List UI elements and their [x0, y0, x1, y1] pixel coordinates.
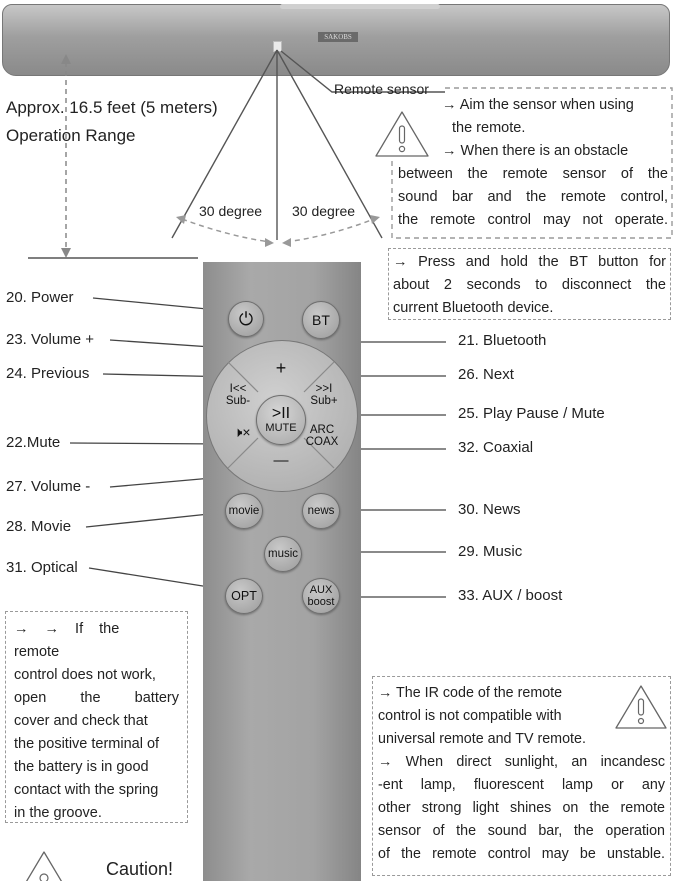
note-ir-line7: sensor of the sound bar, the operation [378, 823, 665, 839]
power-icon: ⏻ [238, 309, 254, 329]
volume-up-button[interactable]: + [275, 358, 287, 378]
note-battery-line5: the positive terminal of [14, 736, 160, 752]
news-button[interactable]: news [302, 493, 340, 529]
label-bluetooth: 21. Bluetooth [458, 332, 547, 349]
note-ir-line1: → The IR code of the remote [378, 685, 563, 701]
previous-button[interactable]: I<< Sub- [219, 383, 257, 407]
label-movie: 28. Movie [6, 518, 72, 535]
note-ir-line4: → When direct sunlight, an incandesc [378, 754, 665, 770]
opt-label: OPT [231, 589, 257, 603]
note-aim-sensor: → Aim the sensor when using the remote. … [398, 94, 668, 232]
note-bt-line3: current Bluetooth device. [393, 300, 554, 316]
coax-button[interactable]: ARC COAX [302, 424, 342, 448]
bt-label: BT [312, 312, 330, 328]
label-optical: 31. Optical [6, 559, 78, 576]
caution-label: Caution! [106, 859, 174, 879]
remote-sensor-label: Remote sensor [334, 81, 429, 97]
optical-button[interactable]: OPT [225, 578, 263, 614]
note-battery-line7: contact with the spring [14, 782, 159, 798]
boost-label: boost [307, 596, 335, 608]
note-ir-line8: of the remote control may be unstable. [378, 846, 665, 862]
label-coaxial: 32. Coaxial [458, 439, 534, 456]
previous-icon: I<< [229, 383, 247, 395]
note-aim-line3: → When there is an obstacle [442, 143, 629, 159]
arc-label: ARC [309, 424, 335, 436]
warning-icon [375, 111, 429, 157]
movie-button[interactable]: movie [225, 493, 263, 529]
volume-down-button[interactable]: — [273, 452, 289, 469]
label-volume-up: 23. Volume + [6, 331, 94, 348]
note-aim-line5: sound bar and the remote control, [398, 189, 668, 205]
movie-label: movie [228, 505, 260, 517]
play-pause-mute-button[interactable]: >II MUTE [256, 395, 306, 445]
note-battery-line6: the battery is in good [14, 759, 149, 775]
sub-minus-label: Sub- [225, 395, 251, 407]
next-button[interactable]: >>I Sub+ [305, 383, 343, 407]
pad-dividers [227, 361, 335, 469]
play-pause-icon: >II [271, 405, 291, 422]
note-battery-line3: open the battery [14, 690, 179, 706]
label-next: 26. Next [458, 366, 514, 383]
aux-label: AUX [309, 584, 333, 596]
note-ir-line3: universal remote and TV remote. [378, 731, 586, 747]
caution-icon [25, 851, 63, 881]
note-bt-line2: about 2 seconds to disconnect the [393, 277, 666, 293]
note-battery: → → If the remote control does not work,… [5, 611, 188, 823]
note-battery-line8: in the groove. [14, 805, 102, 821]
music-label: music [267, 548, 299, 560]
coax-label: COAX [305, 436, 339, 448]
note-aim-line1: → Aim the sensor when using [442, 97, 634, 113]
note-ir-line5: -ent lamp, fluorescent lamp or any [378, 777, 665, 793]
note-aim-line4: between the remote sensor of the [398, 166, 668, 182]
warning-icon-ir [615, 685, 667, 729]
label-mute: 22.Mute [6, 434, 61, 451]
note-aim-line2: the remote. [452, 120, 526, 136]
note-ir-line2: control is not compatible with [378, 708, 562, 724]
aux-boost-button[interactable]: AUX boost [302, 578, 340, 614]
news-label: news [307, 505, 335, 517]
note-battery-line1: → → If the remote [14, 621, 120, 660]
power-button[interactable]: ⏻ [228, 301, 264, 337]
note-bluetooth: → Press and hold the BT button for about… [388, 248, 671, 320]
bluetooth-button[interactable]: BT [302, 301, 340, 339]
label-aux-boost: 33. AUX / boost [458, 587, 563, 604]
angle-right-label: 30 degree [292, 203, 356, 219]
note-battery-line2: control does not work, [14, 667, 156, 683]
soundbar-logo: SAKOBS [318, 32, 358, 42]
note-aim-line6: the remote control may not operate. [398, 212, 668, 228]
play-mute-label: MUTE [265, 422, 297, 434]
note-battery-line4: cover and check that [14, 713, 148, 729]
soundbar-top-edge [280, 4, 440, 9]
label-power: 20. Power [6, 289, 74, 306]
range-label-line1: Approx. 16.5 feet (5 meters) [6, 98, 218, 117]
label-volume-down: 27. Volume - [6, 478, 91, 495]
label-music: 29. Music [458, 543, 523, 560]
next-icon: >>I [315, 383, 333, 395]
mute-speaker-icon: 🕨× [233, 424, 251, 440]
music-button[interactable]: music [264, 536, 302, 572]
note-ir-line6: other strong light shines on the remote [378, 800, 665, 816]
label-play-pause: 25. Play Pause / Mute [458, 405, 605, 422]
note-bt-line1: → Press and hold the BT button for [393, 254, 666, 270]
angle-left-label: 30 degree [199, 203, 263, 219]
label-news: 30. News [458, 501, 521, 518]
mute-button[interactable]: 🕨× [224, 424, 260, 440]
range-label-line2: Operation Range [6, 126, 136, 145]
sub-plus-label: Sub+ [310, 395, 338, 407]
note-ir-code: → The IR code of the remote control is n… [372, 676, 671, 876]
label-previous: 24. Previous [6, 365, 90, 382]
